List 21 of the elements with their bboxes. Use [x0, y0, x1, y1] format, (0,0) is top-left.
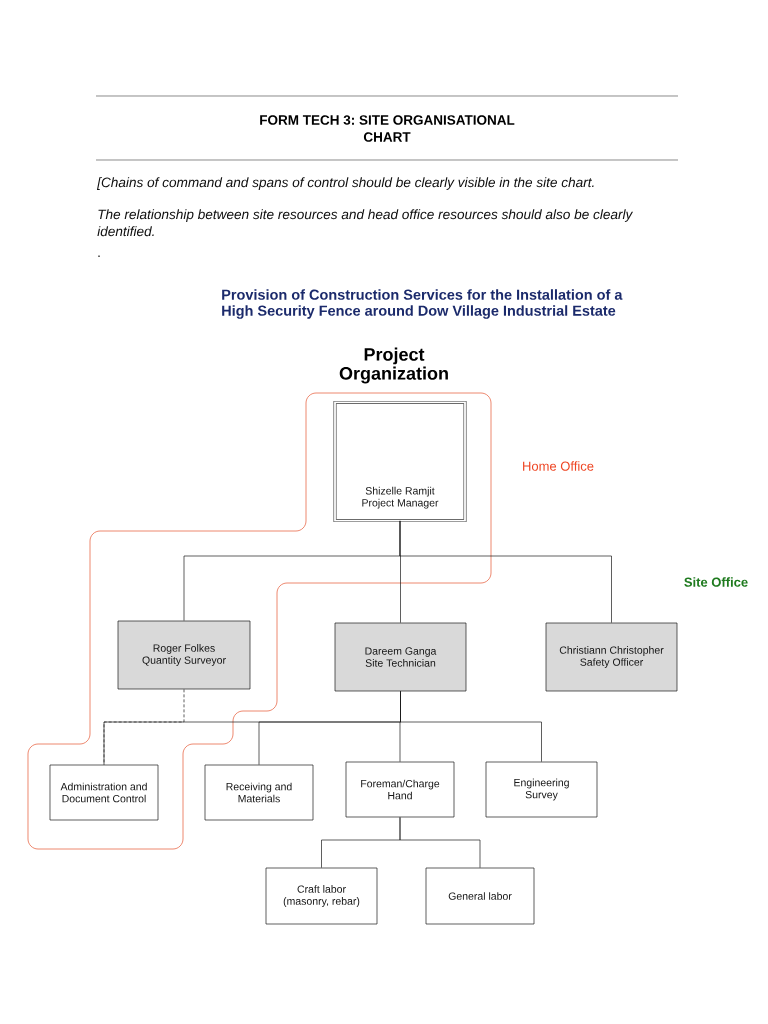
project-subtitle: Provision of Construction Services for the Installation of a High Security Fence around Dow Village Industrial Estate	[222, 289, 623, 319]
connector-line	[399, 817, 481, 868]
instruction-text: [Chains of command and spans of control should be clearly visible in the site chart.	[96, 177, 594, 190]
role-box: Administration and Document Control	[49, 764, 159, 821]
role-box: Dareem Ganga Site Technician	[334, 622, 467, 692]
role-box: Receiving and Materials	[204, 764, 314, 821]
role-box: Shizelle Ramjit Project Manager	[333, 400, 467, 523]
connector-line	[400, 691, 542, 762]
role-box: General labor	[425, 867, 535, 925]
role-box: Craft labor (masonry, rebar)	[265, 867, 378, 925]
instruction-text: The relationship between site resources and head office resources should also be clearly identified.	[97, 209, 634, 237]
role-box: Engineering Survey	[485, 761, 598, 818]
region-label: Home Office	[523, 461, 594, 471]
punctuation-mark: .	[98, 255, 100, 257]
role-box: Roger Folkes Quantity Surveyor	[117, 620, 251, 690]
region-label: Site Office	[684, 577, 748, 587]
role-box: Foreman/Charge Hand	[345, 761, 455, 818]
form-title: FORM TECH 3: SITE ORGANISATIONAL CHART	[260, 115, 515, 142]
connector-line	[399, 520, 612, 623]
role-box: Christiann Christopher Safety Officer	[545, 622, 678, 692]
chart-heading: Project Organization	[339, 347, 448, 384]
